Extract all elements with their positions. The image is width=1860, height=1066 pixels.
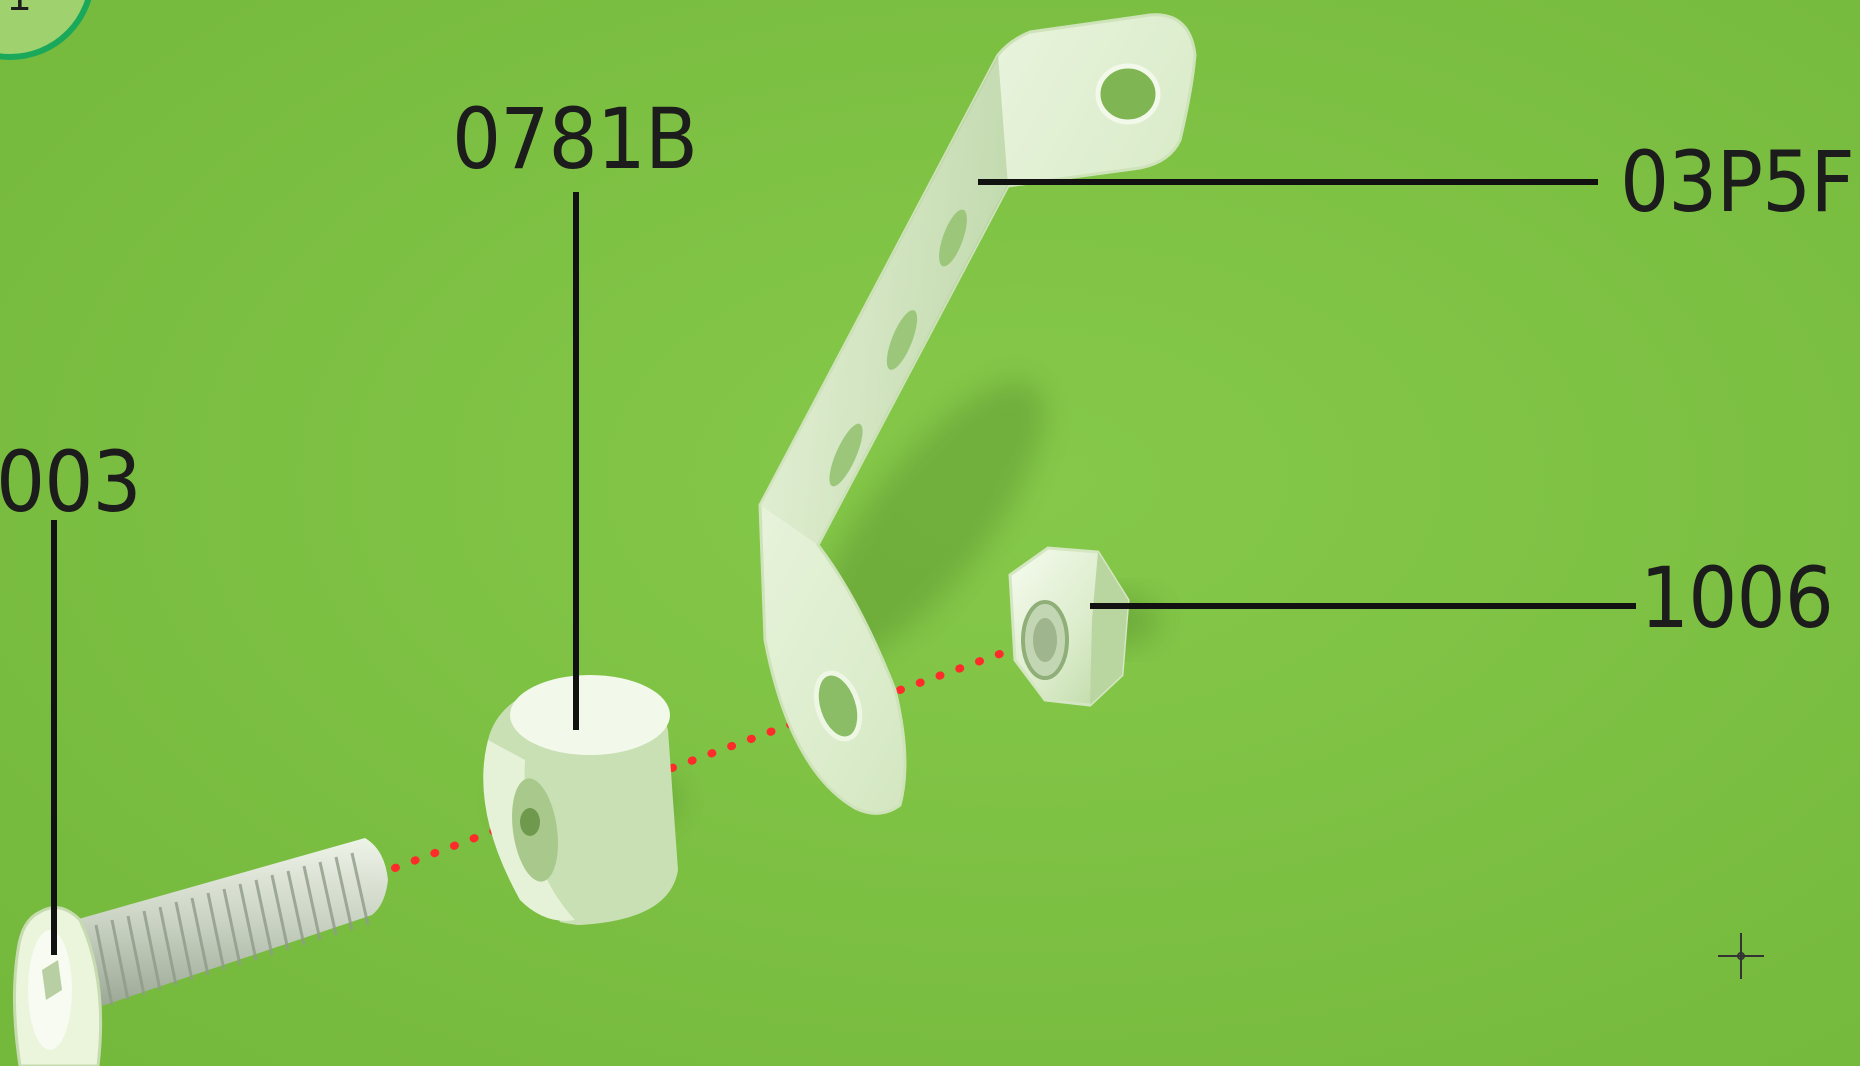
part-label-1006: 1006 [1640,556,1833,640]
svg-text:1: 1 [8,0,30,19]
part-label-0781B: 0781B [452,97,697,181]
part-label-003: 003 [0,440,141,524]
part-label-03P5F: 03P5F [1620,140,1854,224]
